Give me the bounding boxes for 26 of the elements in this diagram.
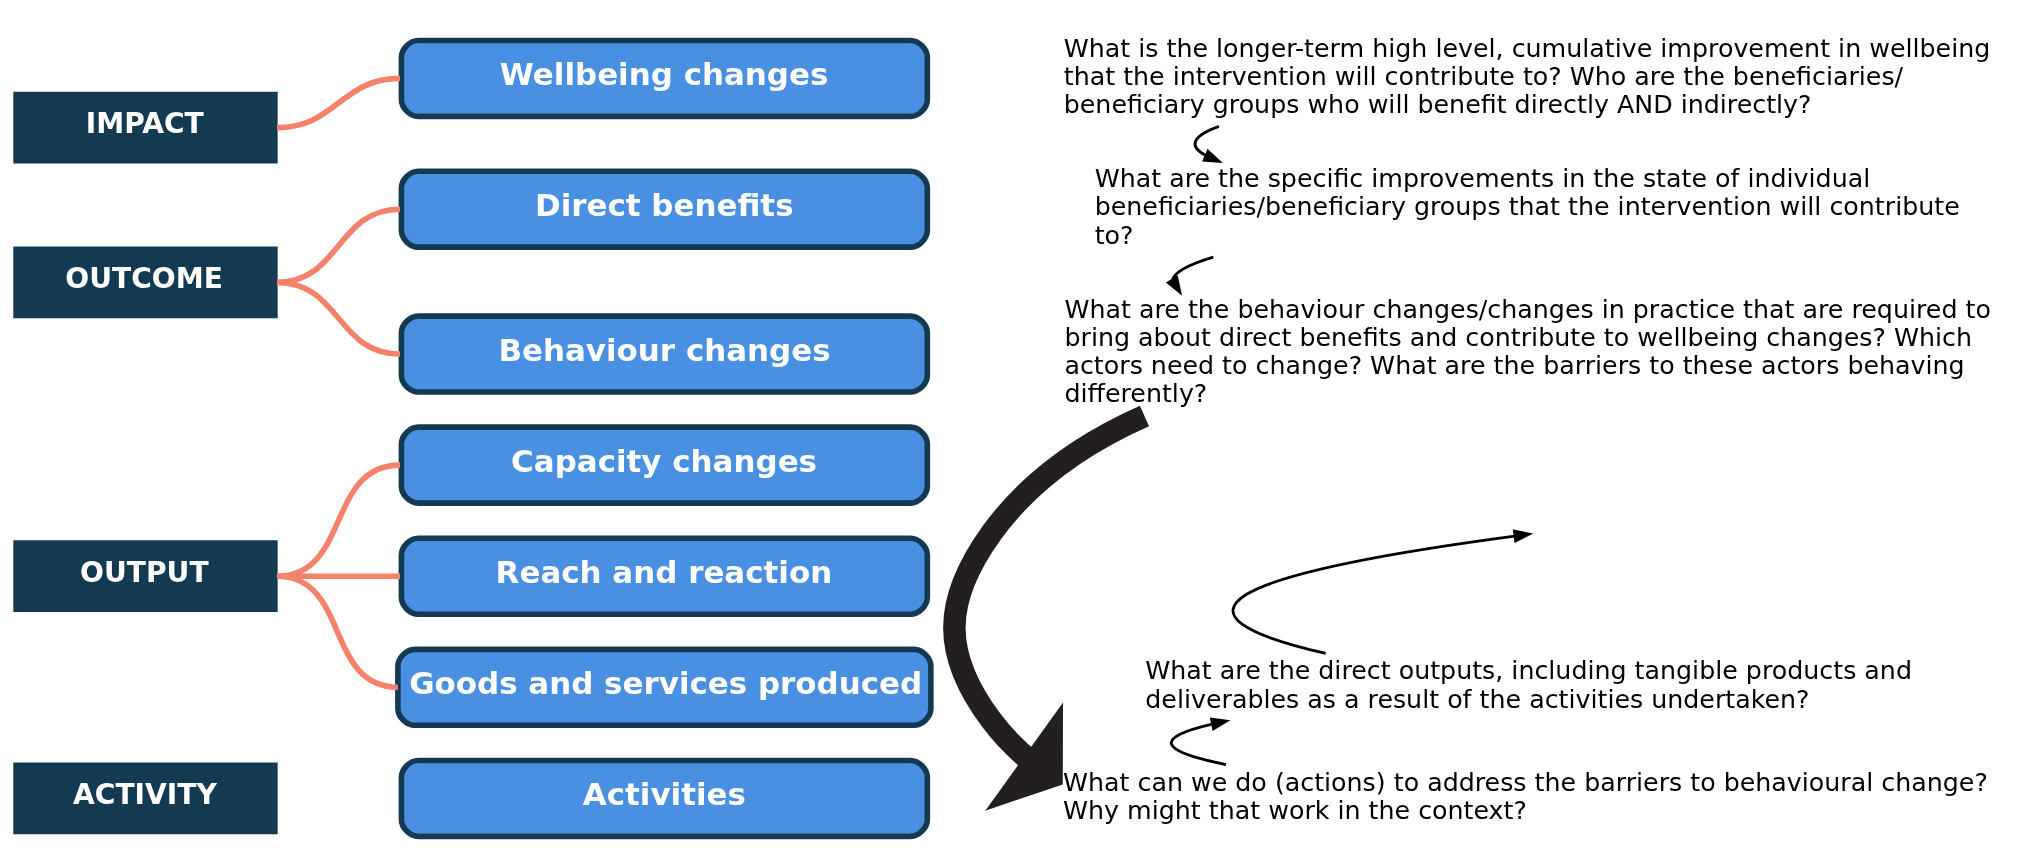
connector <box>276 573 399 691</box>
node-box: Goods and services produced <box>395 646 934 729</box>
node-text: What is the longer-term high level, cumulative improvement in wellbeing that the intervention will contribute to? Who are the beneficiaries/ beneficiary groups who will benefit directly AND indirectly? <box>1063 33 1991 119</box>
node-box: Capacity changes <box>398 424 931 506</box>
connector <box>276 279 401 357</box>
connector <box>276 573 400 580</box>
arrow <box>1193 125 1223 164</box>
node-box: ACTIVITY <box>13 762 278 835</box>
arrow <box>1232 529 1534 655</box>
node-box: OUTCOME <box>13 246 278 319</box>
node-box: Reach and reaction <box>398 535 931 617</box>
node-box: OUTPUT <box>13 540 278 613</box>
arrow <box>1170 717 1231 766</box>
node-box: IMPACT <box>13 91 278 164</box>
node-box: Activities <box>398 757 931 840</box>
node-text: What are the direct outputs, including tangible products and deliverables as a result of the activities undertaken? <box>1145 656 1912 714</box>
arrow <box>943 405 1150 811</box>
arrow <box>1165 255 1214 296</box>
connector <box>276 462 401 579</box>
node-box: Direct benefits <box>398 168 931 250</box>
node-box: Wellbeing changes <box>398 37 931 120</box>
node-text: What are the specific improvements in the state of individual beneficiaries/beneficiary groups that the intervention will contribute to? <box>1094 164 1960 250</box>
node-box: Behaviour changes <box>398 313 931 395</box>
node-text: What are the behaviour changes/changes in practice that are required to bring about direct benefits and contribute to wellbeing changes? Which actors need to change? What are the barriers to these actors behaving differently? <box>1064 295 1991 409</box>
connector <box>276 75 401 131</box>
node-text: What can we do (actions) to address the barriers to behavioural change? Why might that work in the context? <box>1063 767 1988 825</box>
